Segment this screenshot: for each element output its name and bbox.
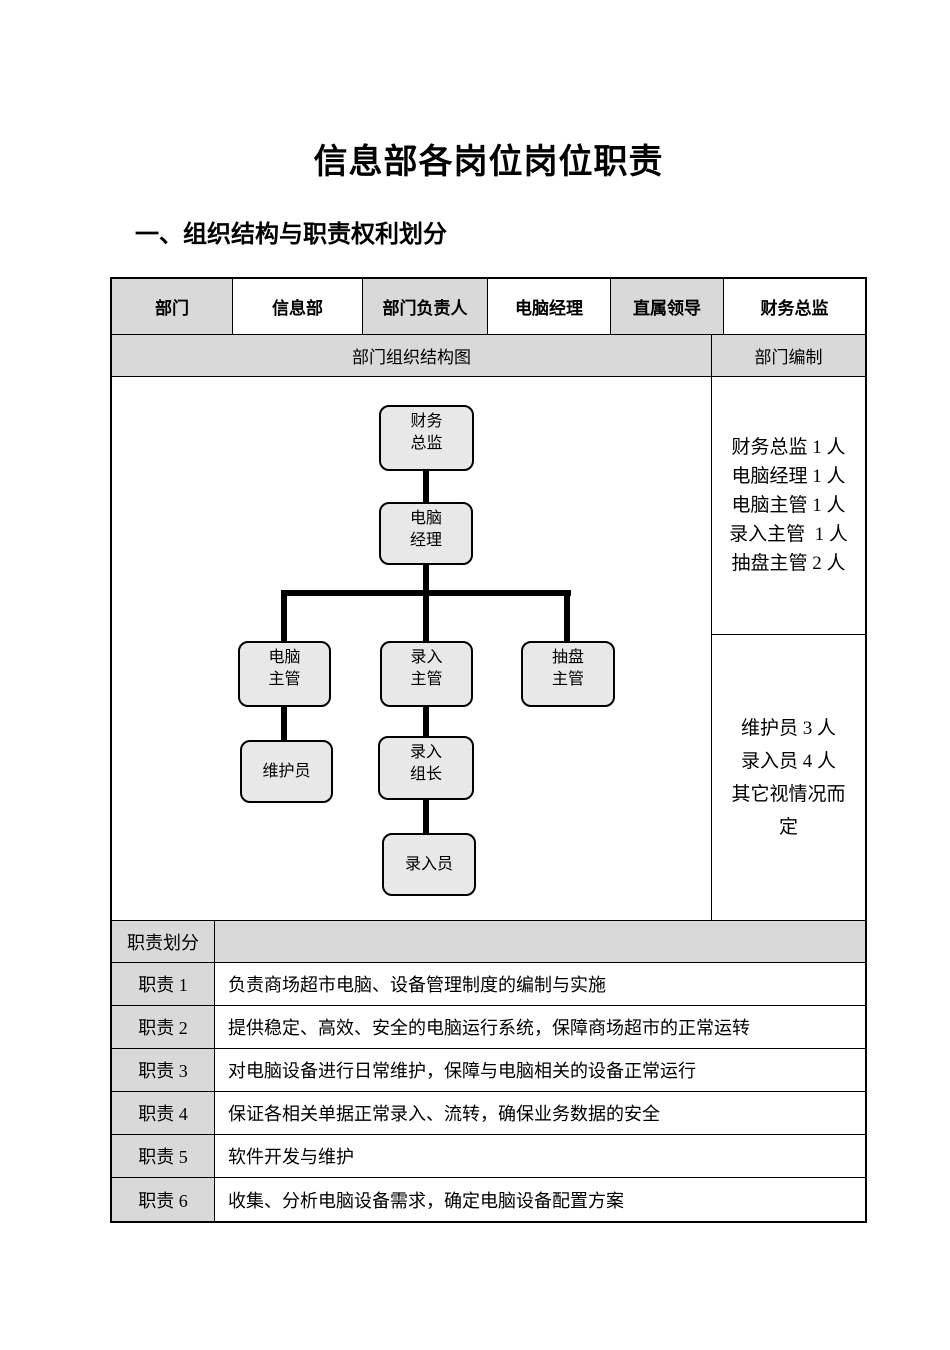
connector-manager-to-bus <box>423 565 429 593</box>
responsibility-label: 职责 2 <box>112 1006 215 1049</box>
connector-to-maintenance-staff <box>281 707 287 740</box>
connector-horizontal-bus <box>281 590 571 596</box>
responsibility-text: 提供稳定、高效、安全的电脑运行系统，保障商场超市的正常运转 <box>215 1006 865 1049</box>
staffing-line: 录入主管 1 人 <box>729 524 848 545</box>
responsibility-header-label: 职责划分 <box>112 921 215 963</box>
org-node-entry-team-leader: 录入 组长 <box>378 736 474 800</box>
section-heading: 一、组织结构与职责权利划分 <box>135 221 447 248</box>
direct-leader-label-cell: 直属领导 <box>611 279 724 335</box>
responsibility-row: 职责 5 软件开发与维护 <box>112 1135 865 1178</box>
staffing-line: 抽盘主管 2 人 <box>731 553 846 574</box>
table-row-orgchart: 财务 总监 电脑 经理 电脑 主管 录入 主管 抽盘 主管 维护员 录入 组长 … <box>112 377 865 921</box>
staffing-line: 维护员 3 人 <box>740 717 836 739</box>
table-row-responsibility-header: 职责划分 <box>112 921 865 963</box>
responsibility-row: 职责 2 提供稳定、高效、安全的电脑运行系统，保障商场超市的正常运转 <box>112 1006 865 1049</box>
connector-to-entry-team-leader <box>423 707 429 736</box>
responsibility-text: 对电脑设备进行日常维护，保障与电脑相关的设备正常运行 <box>215 1049 865 1092</box>
org-node-finance-director: 财务 总监 <box>379 405 474 471</box>
dept-value-cell: 信息部 <box>233 279 363 335</box>
responsibility-row: 职责 4 保证各相关单据正常录入、流转，确保业务数据的安全 <box>112 1092 865 1135</box>
responsibility-label: 职责 6 <box>112 1178 215 1221</box>
staffing-line: 财务总监 1 人 <box>731 437 846 458</box>
responsibility-label: 职责 1 <box>112 963 215 1006</box>
org-node-entry-clerk: 录入员 <box>382 833 476 896</box>
connector-to-entry-clerk <box>423 800 429 833</box>
org-structure-table: 部门 信息部 部门负责人 电脑经理 直属领导 财务总监 部门组织结构图 部门编制 <box>110 277 867 1223</box>
table-row-subheaders: 部门组织结构图 部门编制 <box>112 335 865 377</box>
responsibility-label: 职责 4 <box>112 1092 215 1135</box>
connector-bus-to-entry-supervisor <box>423 596 429 641</box>
connector-director-to-manager <box>423 471 429 502</box>
staffing-title-cell: 部门编制 <box>712 335 865 377</box>
org-node-computer-supervisor: 电脑 主管 <box>238 641 331 707</box>
responsibility-header-spacer <box>215 921 865 963</box>
dept-head-label-cell: 部门负责人 <box>363 279 488 335</box>
responsibility-text: 软件开发与维护 <box>215 1135 865 1178</box>
direct-leader-value-cell: 财务总监 <box>724 279 865 335</box>
responsibility-text: 负责商场超市电脑、设备管理制度的编制与实施 <box>215 963 865 1006</box>
org-diagram-title-cell: 部门组织结构图 <box>112 335 712 377</box>
staffing-line: 电脑经理 1 人 <box>731 466 846 487</box>
staffing-column: 财务总监 1 人 电脑经理 1 人 电脑主管 1 人 录入主管 1 人 抽盘主管… <box>712 377 865 921</box>
staffing-upper-cell: 财务总监 1 人 电脑经理 1 人 电脑主管 1 人 录入主管 1 人 抽盘主管… <box>712 377 865 635</box>
table-row-department-info: 部门 信息部 部门负责人 电脑经理 直属领导 财务总监 <box>112 279 865 335</box>
responsibility-row: 职责 6 收集、分析电脑设备需求，确定电脑设备配置方案 <box>112 1178 865 1221</box>
org-node-computer-manager: 电脑 经理 <box>379 502 473 565</box>
page-title: 信息部各岗位岗位职责 <box>313 143 664 181</box>
org-node-maintenance-staff: 维护员 <box>240 740 333 803</box>
connector-bus-to-stocktake-supervisor <box>564 596 570 641</box>
responsibility-row: 职责 1 负责商场超市电脑、设备管理制度的编制与实施 <box>112 963 865 1006</box>
dept-label-cell: 部门 <box>112 279 233 335</box>
org-node-stocktake-supervisor: 抽盘 主管 <box>521 641 615 707</box>
responsibility-label: 职责 3 <box>112 1049 215 1092</box>
responsibility-text: 保证各相关单据正常录入、流转，确保业务数据的安全 <box>215 1092 865 1135</box>
responsibility-text: 收集、分析电脑设备需求，确定电脑设备配置方案 <box>215 1178 865 1221</box>
org-chart-canvas: 财务 总监 电脑 经理 电脑 主管 录入 主管 抽盘 主管 维护员 录入 组长 … <box>112 377 712 921</box>
responsibility-label: 职责 5 <box>112 1135 215 1178</box>
org-node-entry-supervisor: 录入 主管 <box>380 641 473 707</box>
staffing-line: 其它视情况而 定 <box>731 783 846 838</box>
staffing-line: 录入员 4 人 <box>740 750 836 772</box>
connector-bus-to-computer-supervisor <box>281 596 287 641</box>
responsibility-row: 职责 3 对电脑设备进行日常维护，保障与电脑相关的设备正常运行 <box>112 1049 865 1092</box>
dept-head-value-cell: 电脑经理 <box>488 279 611 335</box>
staffing-lower-cell: 维护员 3 人 录入员 4 人 其它视情况而 定 <box>712 635 865 921</box>
staffing-line: 电脑主管 1 人 <box>731 495 846 516</box>
